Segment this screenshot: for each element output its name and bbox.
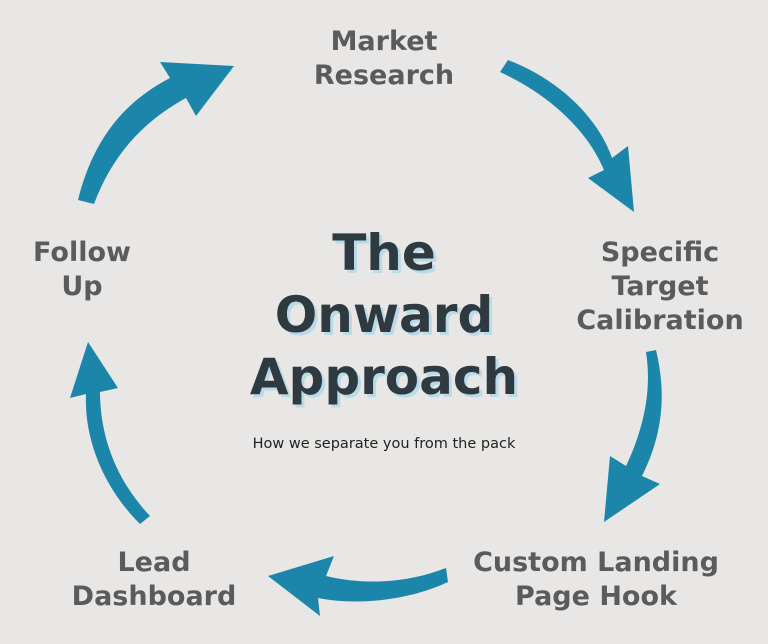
step-custom-landing-page-hook: Custom Landing Page Hook bbox=[466, 546, 726, 614]
arrow-dashboard-to-followup bbox=[70, 342, 150, 524]
step-follow-up-line1: Follow bbox=[33, 237, 131, 268]
arrow-landing-to-dashboard bbox=[268, 556, 448, 616]
step-specific-target-line2: Target bbox=[611, 271, 709, 302]
diagram-subtitle: How we separate you from the pack bbox=[252, 436, 516, 452]
step-market-research: Market Research bbox=[304, 25, 464, 93]
arrow-target-to-landing bbox=[604, 350, 662, 522]
arrow-followup-to-research bbox=[78, 62, 234, 204]
step-follow-up-line2: Up bbox=[61, 271, 103, 302]
step-specific-target-line3: Calibration bbox=[576, 305, 744, 336]
title-line1: The bbox=[332, 224, 436, 282]
title-line3: Approach bbox=[249, 348, 519, 406]
step-follow-up: Follow Up bbox=[22, 236, 142, 304]
diagram-title: The Onward Approach bbox=[200, 222, 568, 408]
step-market-research-line2: Research bbox=[313, 60, 455, 91]
step-custom-landing-line2: Page Hook bbox=[515, 581, 677, 612]
step-custom-landing-line1: Custom Landing bbox=[473, 547, 719, 578]
step-lead-dashboard: Lead Dashboard bbox=[66, 546, 242, 614]
step-specific-target-line1: Specific bbox=[600, 237, 720, 268]
step-specific-target-calibration: Specific Target Calibration bbox=[560, 236, 760, 338]
arrow-research-to-target bbox=[500, 60, 634, 212]
step-lead-dashboard-line2: Dashboard bbox=[71, 581, 237, 612]
title-line2: Onward bbox=[274, 286, 494, 344]
step-market-research-line1: Market bbox=[330, 26, 438, 57]
step-lead-dashboard-line1: Lead bbox=[117, 547, 191, 578]
